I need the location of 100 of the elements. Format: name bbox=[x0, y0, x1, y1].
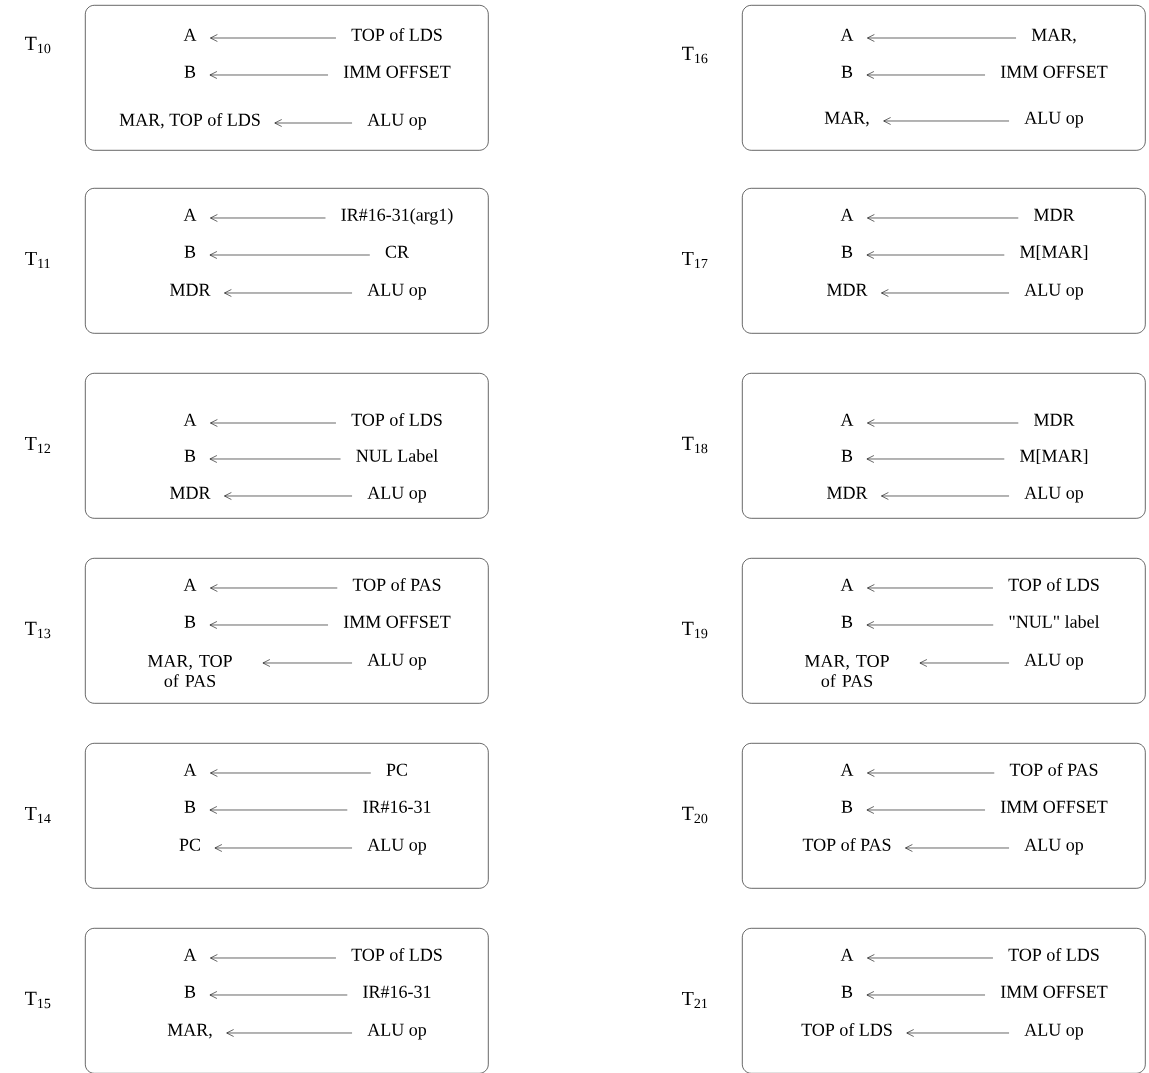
step-label: T$_{19}$ bbox=[682, 621, 708, 639]
register-name: A bbox=[183, 948, 197, 961]
arrow bbox=[209, 71, 329, 79]
arrow bbox=[881, 289, 1010, 297]
arrow bbox=[209, 991, 348, 999]
source-name: TOP of PAS bbox=[352, 577, 441, 591]
register-name: B bbox=[841, 449, 853, 462]
register-name: MAR, TOP of LDS bbox=[119, 112, 260, 129]
register-box bbox=[85, 928, 489, 1073]
register-name: B bbox=[184, 449, 196, 462]
source-name: IR#16-31 bbox=[363, 985, 431, 998]
source-name: ALU op bbox=[1024, 283, 1084, 300]
register-name: B bbox=[184, 615, 196, 628]
source-name: ALU op bbox=[1024, 653, 1084, 670]
arrow bbox=[866, 621, 994, 629]
source-name: TOP of LDS bbox=[351, 412, 442, 426]
source-name: MAR, bbox=[1031, 28, 1076, 44]
source-name: ALU op bbox=[1024, 1023, 1084, 1040]
arrow bbox=[210, 214, 326, 222]
source-name: IMM OFFSET bbox=[343, 65, 451, 78]
register-name: MAR, bbox=[167, 1023, 212, 1039]
register-name: MDR bbox=[170, 283, 211, 296]
source-name: IMM OFFSET bbox=[1000, 985, 1108, 998]
arrow bbox=[866, 71, 986, 79]
arrow bbox=[274, 119, 353, 127]
register-box bbox=[85, 373, 489, 519]
step-label: T$_{17}$ bbox=[682, 251, 708, 269]
step-label: T$_{15}$ bbox=[25, 991, 51, 1009]
arrow bbox=[209, 621, 329, 629]
register-box bbox=[742, 743, 1146, 889]
source-name: ALU op bbox=[1024, 838, 1084, 855]
source-name: PC bbox=[386, 763, 407, 776]
register-box bbox=[85, 5, 489, 151]
step-label: T$_{21}$ bbox=[682, 991, 708, 1009]
register-box bbox=[85, 743, 489, 889]
arrow bbox=[210, 34, 337, 42]
arrow bbox=[866, 806, 986, 814]
step-label: T$_{14}$ bbox=[25, 806, 51, 824]
source-name: NUL Label bbox=[356, 449, 438, 462]
source-name: "NUL" label bbox=[1009, 615, 1100, 628]
register-name: PC bbox=[179, 838, 200, 851]
source-name: M[MAR] bbox=[1020, 245, 1088, 261]
source-name: ALU op bbox=[1024, 111, 1084, 128]
register-name: MAR, bbox=[824, 111, 869, 127]
register-name: B bbox=[841, 800, 853, 813]
source-name: ALU op bbox=[367, 1023, 427, 1040]
step-label: T$_{11}$ bbox=[25, 251, 50, 269]
arrow bbox=[866, 455, 1005, 463]
source-name: TOP of PAS bbox=[1009, 762, 1098, 776]
register-name: A bbox=[183, 28, 197, 41]
register-name: A bbox=[183, 578, 197, 591]
arrow bbox=[210, 419, 337, 427]
source-name: ALU op bbox=[367, 653, 427, 670]
register-name: A bbox=[840, 413, 854, 426]
arrow bbox=[226, 1029, 353, 1037]
source-name: ALU op bbox=[1024, 486, 1084, 503]
register-box bbox=[742, 373, 1146, 519]
register-name: MDR bbox=[827, 283, 868, 296]
step-label: T$_{16}$ bbox=[682, 46, 708, 64]
register-name: MDR bbox=[827, 486, 868, 499]
arrow bbox=[214, 844, 353, 852]
arrow bbox=[867, 584, 994, 592]
arrow bbox=[210, 584, 338, 592]
step-label: T$_{18}$ bbox=[682, 436, 708, 454]
register-name: B bbox=[841, 985, 853, 998]
step-label: T$_{13}$ bbox=[25, 621, 51, 639]
source-name: IMM OFFSET bbox=[1000, 65, 1108, 78]
register-name: A bbox=[840, 948, 854, 961]
source-name: TOP of LDS bbox=[1008, 577, 1099, 591]
register-name: MAR, TOP of PAS bbox=[804, 654, 889, 688]
register-box bbox=[85, 558, 489, 704]
arrow bbox=[209, 455, 341, 463]
register-box bbox=[742, 558, 1146, 704]
source-name: ALU op bbox=[367, 113, 427, 130]
register-name: B bbox=[184, 800, 196, 813]
arrow bbox=[867, 419, 1019, 427]
register-name: B bbox=[184, 245, 196, 258]
arrow bbox=[867, 34, 1017, 42]
register-name: B bbox=[841, 65, 853, 78]
register-name: B bbox=[841, 245, 853, 258]
register-box bbox=[742, 5, 1146, 151]
register-box bbox=[742, 188, 1146, 334]
register-name: A bbox=[840, 763, 854, 776]
register-name: A bbox=[840, 578, 854, 591]
arrow bbox=[224, 289, 353, 297]
arrow bbox=[881, 492, 1010, 500]
arrow bbox=[224, 492, 353, 500]
arrow bbox=[919, 659, 1010, 667]
source-name: ALU op bbox=[367, 486, 427, 503]
source-name: M[MAR] bbox=[1020, 449, 1088, 465]
register-name: A bbox=[840, 28, 854, 41]
source-name: TOP of LDS bbox=[1008, 947, 1099, 961]
arrow bbox=[867, 769, 995, 777]
register-name: MDR bbox=[170, 486, 211, 499]
source-name: TOP of LDS bbox=[351, 27, 442, 41]
register-name: A bbox=[183, 208, 197, 221]
step-label: T$_{10}$ bbox=[25, 36, 51, 54]
arrow bbox=[209, 806, 348, 814]
register-name: A bbox=[840, 208, 854, 221]
source-name: MDR bbox=[1034, 208, 1075, 221]
